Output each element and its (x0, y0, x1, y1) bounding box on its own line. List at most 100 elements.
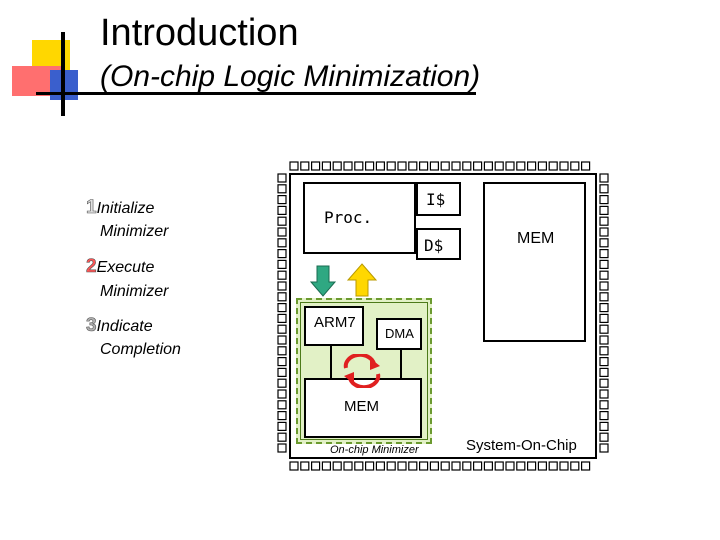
step-3-line1: Indicate (96, 318, 153, 335)
chip-pin (473, 461, 483, 471)
arrow-down-icon (310, 265, 337, 297)
step-1-line1: Initialize (96, 200, 155, 217)
chip-pin (277, 194, 287, 205)
chip-pin (364, 461, 375, 471)
dma-box (376, 318, 422, 350)
chip-pin (505, 461, 515, 471)
chip-pin (343, 161, 353, 171)
chip-pin (397, 161, 407, 171)
chip-pin (599, 411, 609, 421)
mem-label: MEM (517, 230, 555, 247)
chip-pin (505, 161, 515, 171)
chip-pin (599, 400, 609, 410)
chip-pin (548, 161, 558, 171)
chip-pin (599, 259, 609, 270)
chip-pin (277, 238, 287, 248)
title-decoration-hline (36, 92, 476, 95)
minimizer-mem-label: MEM (344, 398, 379, 415)
chip-pin (429, 461, 439, 471)
step-2-line2: Minimizer (100, 283, 169, 300)
arm7-label: ARM7 (314, 314, 356, 331)
chip-pin (599, 194, 609, 205)
chip-pin (354, 461, 364, 471)
chip-pin (277, 313, 287, 323)
chip-pin (599, 357, 609, 367)
step-1-number: 1 (86, 197, 97, 219)
chip-pin (599, 335, 609, 345)
arrows-proc-minimizer (310, 263, 378, 297)
mem-box (483, 182, 586, 342)
chip-pin (277, 400, 287, 410)
dma-mem-line (400, 350, 402, 378)
chip-pin (277, 184, 287, 194)
chip-pin (386, 461, 396, 471)
chip-pin (599, 292, 609, 302)
chip-pin (375, 461, 386, 471)
chip-pin (364, 161, 375, 171)
chip-pin (451, 461, 461, 471)
chip-pin (559, 461, 569, 471)
step-2: 2Execute (86, 256, 155, 278)
chip-pin (277, 357, 287, 367)
chip-pin (599, 238, 609, 248)
chip-pin (440, 461, 450, 471)
chip-pin (419, 461, 429, 471)
chip-pin (440, 161, 450, 171)
chip-pin (300, 461, 310, 471)
chip-pin (516, 161, 526, 171)
chip-pin (277, 259, 287, 270)
chip-pin (451, 161, 461, 171)
chip-pin (599, 303, 609, 313)
chip-pin (570, 461, 580, 471)
chip-pin (527, 161, 537, 171)
chip-pin (397, 461, 407, 471)
minimizer-inner-border (300, 302, 428, 440)
dcache-box (416, 228, 461, 260)
chip-pin (310, 461, 321, 471)
chip-pin (332, 161, 342, 171)
chip-pin (599, 270, 609, 280)
chip-pin (537, 161, 547, 171)
chip-pin (581, 461, 591, 471)
soc-caption: System-On-Chip (466, 437, 577, 454)
step-3-line2: Completion (100, 341, 181, 358)
chip-pin (375, 161, 386, 171)
slide-title: Introduction (100, 12, 299, 54)
icache-label: I$ (426, 190, 446, 209)
cycle-arrows-icon (343, 354, 381, 388)
chip-pin (599, 367, 609, 377)
chip-pin (277, 292, 287, 302)
chip-pin (599, 389, 609, 399)
step-3-number: 3 (86, 315, 97, 337)
chip-pin (277, 432, 287, 442)
chip-pin (300, 161, 310, 171)
chip-pin (289, 461, 299, 471)
step-2-number: 2 (86, 256, 97, 278)
chip-pin (277, 389, 287, 399)
chip-pin (277, 227, 287, 237)
proc-label: Proc. (324, 208, 373, 227)
dma-label: DMA (385, 326, 414, 341)
chip-pin (473, 161, 483, 171)
chip-pin (277, 216, 287, 226)
arm7-box (304, 306, 364, 346)
chip-pin (429, 161, 439, 171)
chip-pin (354, 161, 364, 171)
chip-pin (343, 461, 353, 471)
chip-pin (599, 432, 609, 442)
title-decoration-vline (61, 32, 65, 116)
chip-pin (599, 421, 609, 431)
arm7-mem-line (330, 346, 332, 378)
chip-pin (408, 461, 418, 471)
chip-pin (321, 161, 332, 171)
chip-pin (277, 346, 287, 356)
chip-pin (277, 411, 287, 421)
dcache-label: D$ (424, 236, 444, 255)
step-1: 1Initialize (86, 197, 155, 219)
chip-pin (277, 421, 287, 431)
step-1-line2: Minimizer (100, 223, 169, 240)
icache-box (416, 182, 461, 216)
chip-pin (483, 161, 493, 171)
chip-pin (277, 443, 287, 453)
chip-pin (419, 161, 429, 171)
